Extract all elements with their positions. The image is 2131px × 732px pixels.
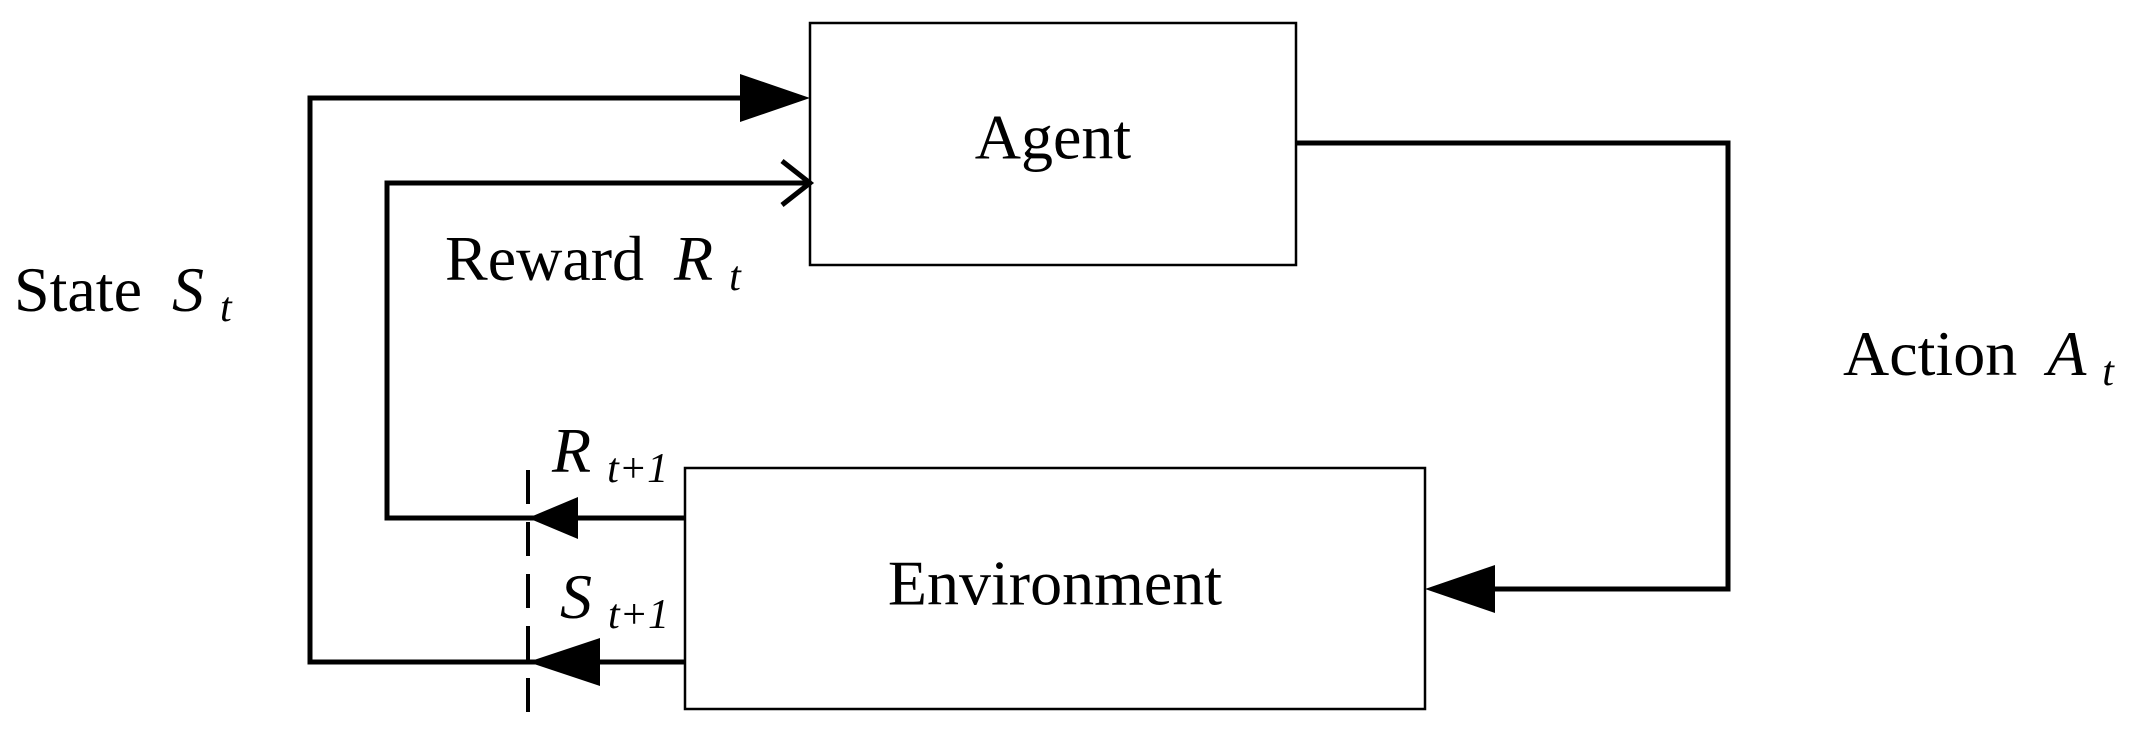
action-connector (1296, 140, 1731, 613)
reward-label: Reward R t (445, 223, 742, 300)
next-reward-subscript: t+1 (607, 446, 668, 492)
agent-box (808, 21, 1298, 267)
agent-label: Agent (975, 102, 1132, 173)
next-state-arrowhead (528, 638, 600, 686)
next-reward-arrowhead (528, 497, 578, 539)
state-line (307, 95, 740, 665)
state-symbol: S (172, 254, 204, 325)
environment-box (683, 466, 1427, 711)
reward-word: Reward (445, 223, 644, 294)
reward-connector (384, 159, 815, 539)
action-label: Action A t (1843, 318, 2115, 395)
action-subscript: t (2102, 349, 2115, 395)
state-subscript: t (220, 285, 233, 331)
action-symbol: A (2043, 318, 2087, 389)
reward-subscript: t (729, 254, 742, 300)
next-reward-symbol: R (551, 415, 591, 486)
next-state-subscript: t+1 (608, 592, 669, 638)
action-line (1296, 140, 1731, 592)
reward-symbol: R (673, 223, 713, 294)
environment-node: Environment (683, 466, 1427, 711)
action-arrowhead (1425, 565, 1495, 613)
environment-label: Environment (888, 548, 1222, 619)
state-connector (307, 74, 810, 686)
agent-node: Agent (808, 21, 1298, 267)
state-word: State (14, 254, 142, 325)
action-word: Action (1843, 318, 2017, 389)
state-label: State S t (14, 254, 233, 331)
next-state-symbol: S (560, 561, 592, 632)
next-state-label: S t+1 (560, 561, 669, 638)
next-reward-label: R t+1 (551, 415, 668, 492)
state-arrowhead (740, 74, 810, 122)
reward-arrowhead (780, 159, 815, 207)
